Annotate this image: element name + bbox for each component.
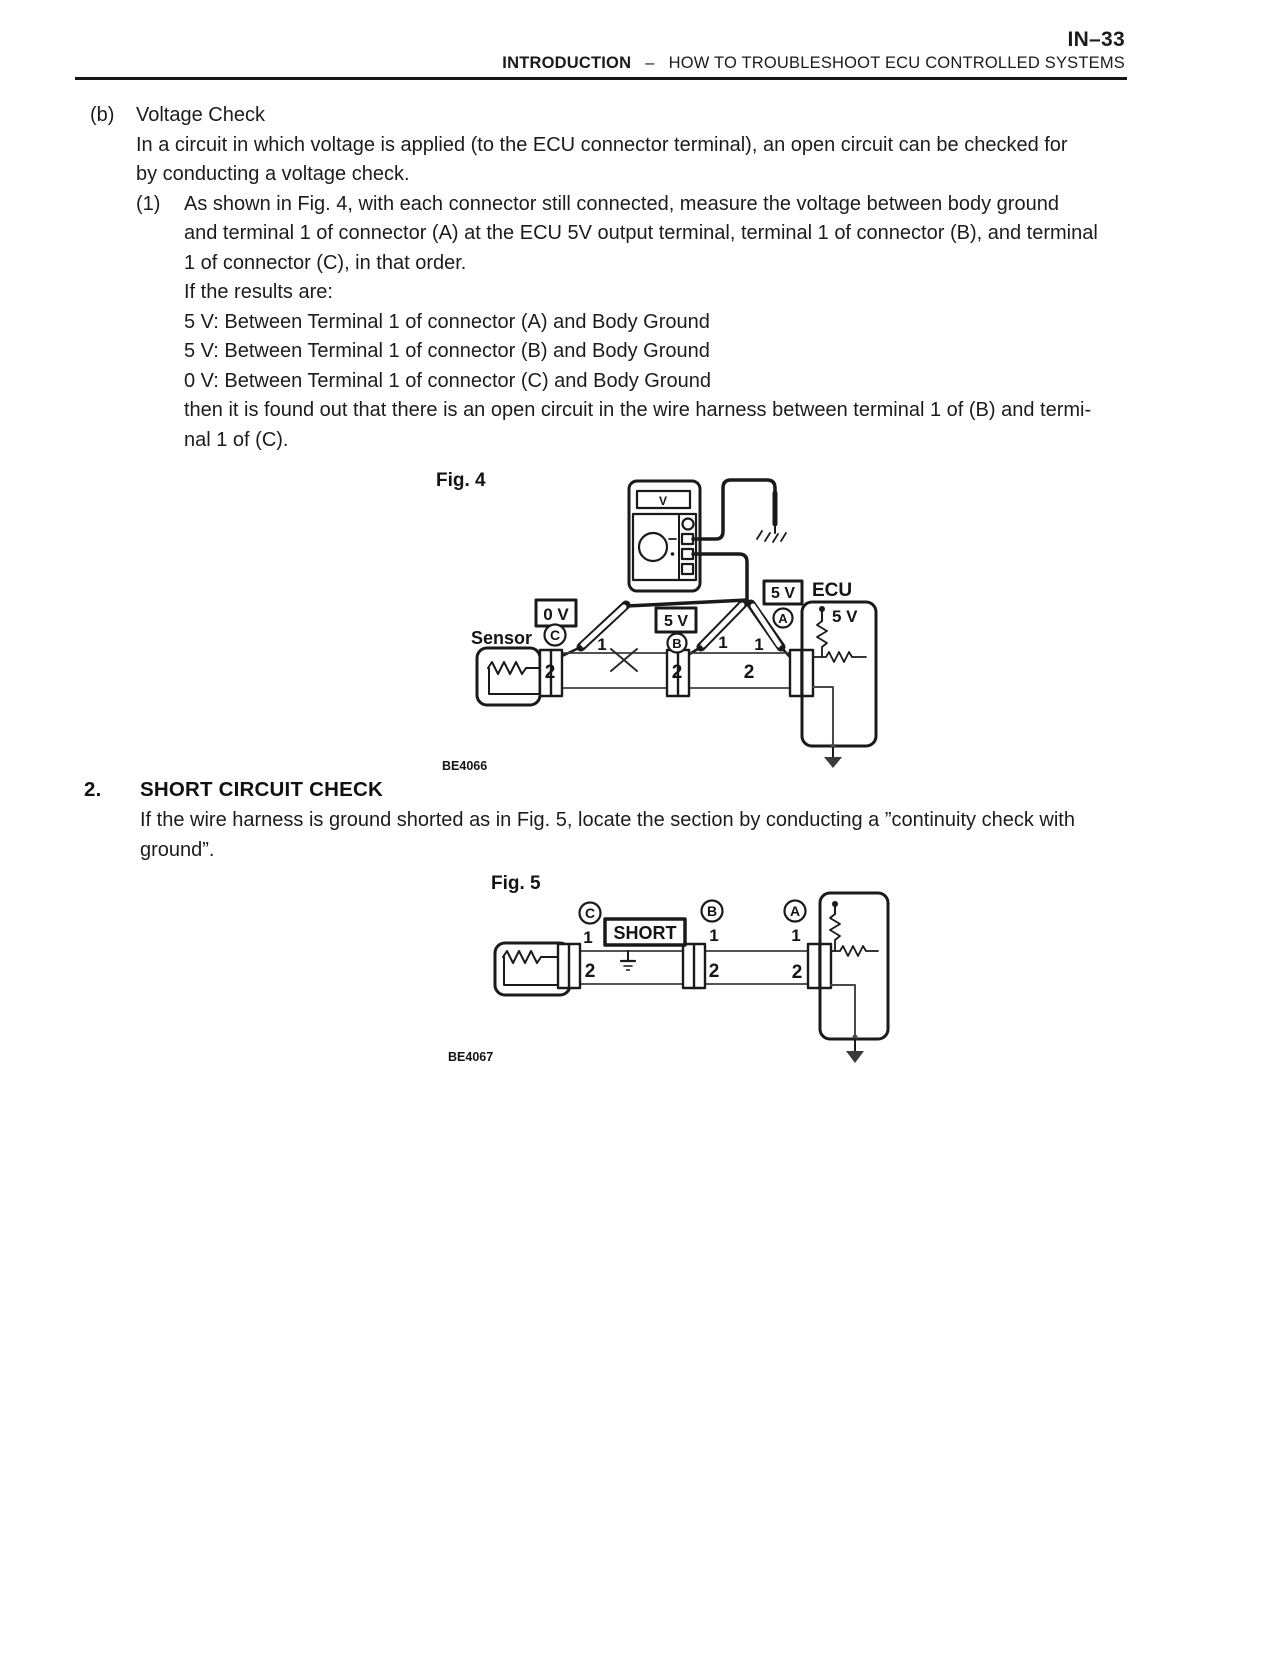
terminal-2-label: 2 [585,961,596,982]
fig5-code: BE4067 [448,1050,493,1064]
terminal-2-label: 2 [672,662,683,683]
meter-jack [680,562,695,576]
header-title: HOW TO TROUBLESHOOT ECU CONTROLLED SYSTE… [668,54,1125,72]
connector-c-badge [543,623,567,647]
section-2-title: SHORT CIRCUIT CHECK [140,778,383,801]
fig4-diagram: Fig. 4 V 0 V Sensor C 5 V B 5 V A ECU 5 … [436,470,878,773]
input-resistor [812,651,867,663]
voltage-label-c: 0 V [543,605,569,624]
connector-c-badge [578,901,602,925]
connector-a-badge [772,607,794,629]
voltage-label-a: 5 V [771,585,795,602]
pullup-resistor [816,620,828,658]
connector-b-badge [700,899,724,923]
result-line-b: 5 V: Between Terminal 1 of connector (B)… [184,340,710,362]
connector-b-label: B [672,636,681,651]
voltage-label-box-b [654,606,698,634]
meter-display [635,489,692,510]
terminal-2-label: 2 [545,662,556,683]
step-1-line: then it is found out that there is an op… [184,399,1092,421]
voltage-label-b: 5 V [664,613,688,630]
header-section: INTRODUCTION [502,54,632,72]
connector-a-label: A [778,611,788,626]
fig5-caption: Fig. 5 [491,873,541,894]
connector-a-badge [783,899,807,923]
connector-b [665,648,691,698]
connector-b-badge [666,632,688,654]
probe-lead [625,552,749,608]
short-to-ground-symbol [619,950,637,971]
ground-symbol [846,1034,864,1063]
connector-b [681,942,707,990]
sensor-box [493,941,572,997]
connector-b-label: B [707,903,717,919]
connector-c-label: C [550,627,560,643]
connector-c [538,648,564,698]
open-circuit-x-mark [610,648,638,672]
voltage-check-text-line: In a circuit in which voltage is applied… [136,134,1068,156]
step-1-label: (1) [136,193,161,215]
step-1-line: and terminal 1 of connector (A) at the E… [184,222,1098,244]
meter-dial [637,531,669,563]
sensor-box [475,646,542,707]
pullup-resistor [829,913,841,952]
wire-harness [579,950,809,985]
terminal-2-label: 2 [709,961,720,982]
fig5-diagram: Fig. 5 C SHORT B A 1 1 1 2 2 2 BE4067 [448,873,890,1064]
short-label-box [603,917,687,947]
terminal-2-label: 2 [792,962,803,983]
terminal-1-label: 1 [754,635,763,654]
item-b-label: (b) [90,104,115,126]
step-1-line: 1 of connector (C), in that order. [184,252,467,274]
result-line-a: 5 V: Between Terminal 1 of connector (A)… [184,311,710,333]
result-line-c: 0 V: Between Terminal 1 of connector (C)… [184,370,711,392]
page-header: INTRODUCTION–HOW TO TROUBLESHOOT ECU CON… [502,54,1125,73]
short-circuit-text-line: ground”. [140,839,215,861]
fig4-caption: Fig. 4 [436,470,486,491]
test-probe-a [746,599,791,658]
voltage-label-box-c [534,598,578,628]
input-resistor [830,945,879,957]
ecu-5v-label: 5 V [832,607,858,626]
header-separator: – [645,54,655,72]
test-probe-c [560,600,631,658]
connector-a-label: A [790,903,800,919]
voltage-label-box-a [762,579,804,606]
short-label: SHORT [614,923,677,943]
sensor-label: Sensor [471,628,532,648]
ground-hatch [756,530,787,543]
step-1-line: If the results are: [184,281,333,303]
item-b-title: Voltage Check [136,104,265,126]
voltage-check-text-line: by conducting a voltage check. [136,163,410,185]
fig4-code: BE4066 [442,759,487,773]
section-2-number: 2. [84,778,102,801]
terminal-1-label: 1 [718,633,727,652]
connector-c-label: C [585,905,595,921]
terminal-1-label: 1 [791,926,800,945]
page-number: IN–33 [1067,28,1125,51]
terminal-2-label: 2 [744,662,755,683]
ground-symbol [824,743,842,768]
step-1-line: As shown in Fig. 4, with each connector … [184,193,1059,215]
terminal-1-label: 1 [583,928,592,947]
terminal-1-label: 1 [597,635,606,654]
short-circuit-text-line: If the wire harness is ground shorted as… [140,809,1075,831]
meter-display-label: V [659,494,667,508]
step-1-line: nal 1 of (C). [184,429,289,451]
header-rule [75,77,1127,80]
ecu-box [800,600,878,768]
body-ground-probe [691,478,787,543]
sensor-resistor [502,950,559,964]
sensor-resistor [487,661,541,675]
ecu-box [818,891,890,1063]
terminal-1-label: 1 [709,926,718,945]
ecu-label: ECU [812,580,852,601]
connector-c [556,942,582,990]
